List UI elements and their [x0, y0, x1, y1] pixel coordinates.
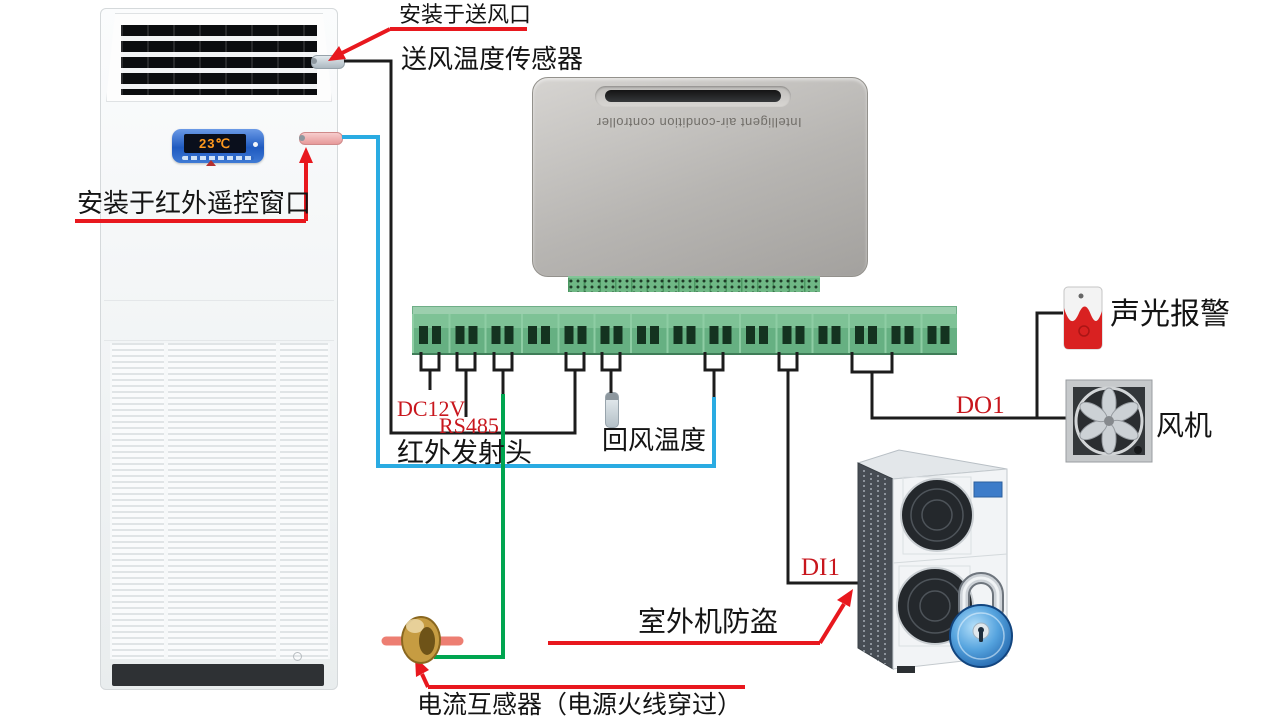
ac-panel-seam: [104, 300, 334, 301]
arrow-shaft-current-transformer: [420, 673, 430, 688]
wire-di1: [786, 370, 858, 585]
alarm-led: [1078, 293, 1084, 299]
arrow-shaft-outdoor-theft: [818, 602, 846, 645]
fan-grille-ring: [910, 488, 964, 542]
ac-grille-center: [166, 343, 278, 659]
alarm-strobe-ring: [1078, 325, 1090, 337]
terminal-strip-holes: [412, 326, 957, 344]
fan-hub: [1104, 416, 1114, 426]
ac-display-buttons: [182, 156, 254, 160]
ct-ring-highlight: [406, 619, 424, 633]
controller-slot: [595, 86, 791, 107]
controller-slot-window: [605, 90, 781, 102]
wire-do1-to-fan: [870, 372, 1066, 420]
fan-grille-ring: [921, 499, 953, 531]
ac-screw: [293, 652, 302, 661]
label-supply-temp-sensor: 送风温度传感器: [401, 44, 584, 74]
ac-display-panel: 23℃: [172, 129, 264, 163]
terminal-u-rs485: [455, 352, 477, 372]
keyhole-stem: [979, 631, 983, 642]
ac-louver-frame: [106, 13, 332, 102]
terminal-u-ir-emitter: [703, 352, 725, 372]
ac-grille-right: [278, 343, 330, 659]
label-dc12v: DC12V: [397, 396, 466, 421]
ac-louver-grille: [121, 25, 317, 95]
red-arrowheads: [299, 46, 853, 677]
exhaust-fan: [1065, 379, 1153, 463]
wire-ir-emitter-blue: [342, 135, 716, 468]
label-current-transformer: 电流互感器（电源火线穿过）: [417, 691, 743, 719]
wire-do1-to-alarm: [1035, 311, 1063, 418]
fan-grille-ring: [919, 590, 951, 622]
ct-ring-hole: [419, 627, 435, 655]
arrowhead-ir-window: [299, 147, 313, 163]
ac-grille-left: [110, 343, 166, 659]
alarm-strobe: [1064, 306, 1102, 349]
ac-base: [112, 664, 324, 686]
black-wires: [344, 59, 1066, 585]
wire-supply-sensor: [344, 59, 577, 435]
sensor-tip: [299, 135, 305, 141]
label-install-ir-window: 安装于红外遥控窗口: [77, 188, 312, 218]
terminal-u-do1: [850, 352, 894, 374]
arrow-shaft-supply-outlet: [341, 27, 391, 55]
padlock-shackle-highlight: [962, 576, 1000, 612]
terminal-strip: [412, 306, 957, 355]
controller-body: [532, 77, 868, 277]
front-seam: [892, 553, 1008, 564]
sensor-tip: [311, 58, 317, 64]
arrowhead-outdoor-theft: [837, 589, 853, 607]
power-led: [253, 142, 258, 147]
ac-panel-seam: [104, 340, 334, 341]
terminal-u-di1: [777, 352, 799, 372]
outdoor-brand-label: [973, 481, 1003, 498]
label-outdoor-theft: 室外机防盗: [638, 606, 779, 637]
label-fan: 风机: [1156, 410, 1213, 441]
ac-temperature-readout: 23℃: [184, 134, 246, 153]
label-return-air-temp: 回风温度: [602, 425, 707, 455]
label-di1: DI1: [801, 554, 840, 581]
terminal-u-supply-sensor: [564, 352, 586, 372]
controller-terminal-row: [568, 276, 820, 292]
padlock-body-ring: [957, 612, 1005, 660]
alarm-device: [1063, 286, 1103, 350]
current-transformer: [381, 616, 464, 664]
terminal-u-return-sensor: [600, 352, 622, 372]
label-install-supply-outlet: 安装于送风口: [399, 2, 532, 27]
label-ir-emitter-head: 红外发射头: [397, 438, 532, 468]
outdoor-foot: [897, 666, 915, 673]
terminal-u-ct: [492, 352, 514, 372]
arrowhead-supply-outlet: [328, 46, 346, 61]
side-louver-lines: [863, 470, 886, 664]
label-alarm: 声光报警: [1110, 298, 1230, 331]
wire-current-transformer-green: [434, 394, 505, 659]
red-annotation-lines: [75, 27, 846, 689]
label-do1: DO1: [956, 392, 1005, 419]
fan-blades: [1079, 387, 1139, 455]
fan-motor: [1134, 446, 1142, 454]
ac-brand-logo: [206, 160, 216, 166]
padlock-icon: [949, 572, 1013, 668]
outdoor-fan-top: [900, 478, 974, 552]
ac-controller: Intelligent air-condition controller: [532, 77, 868, 292]
terminal-u-dc12v: [419, 352, 441, 372]
label-rs485: RS485: [439, 413, 499, 438]
